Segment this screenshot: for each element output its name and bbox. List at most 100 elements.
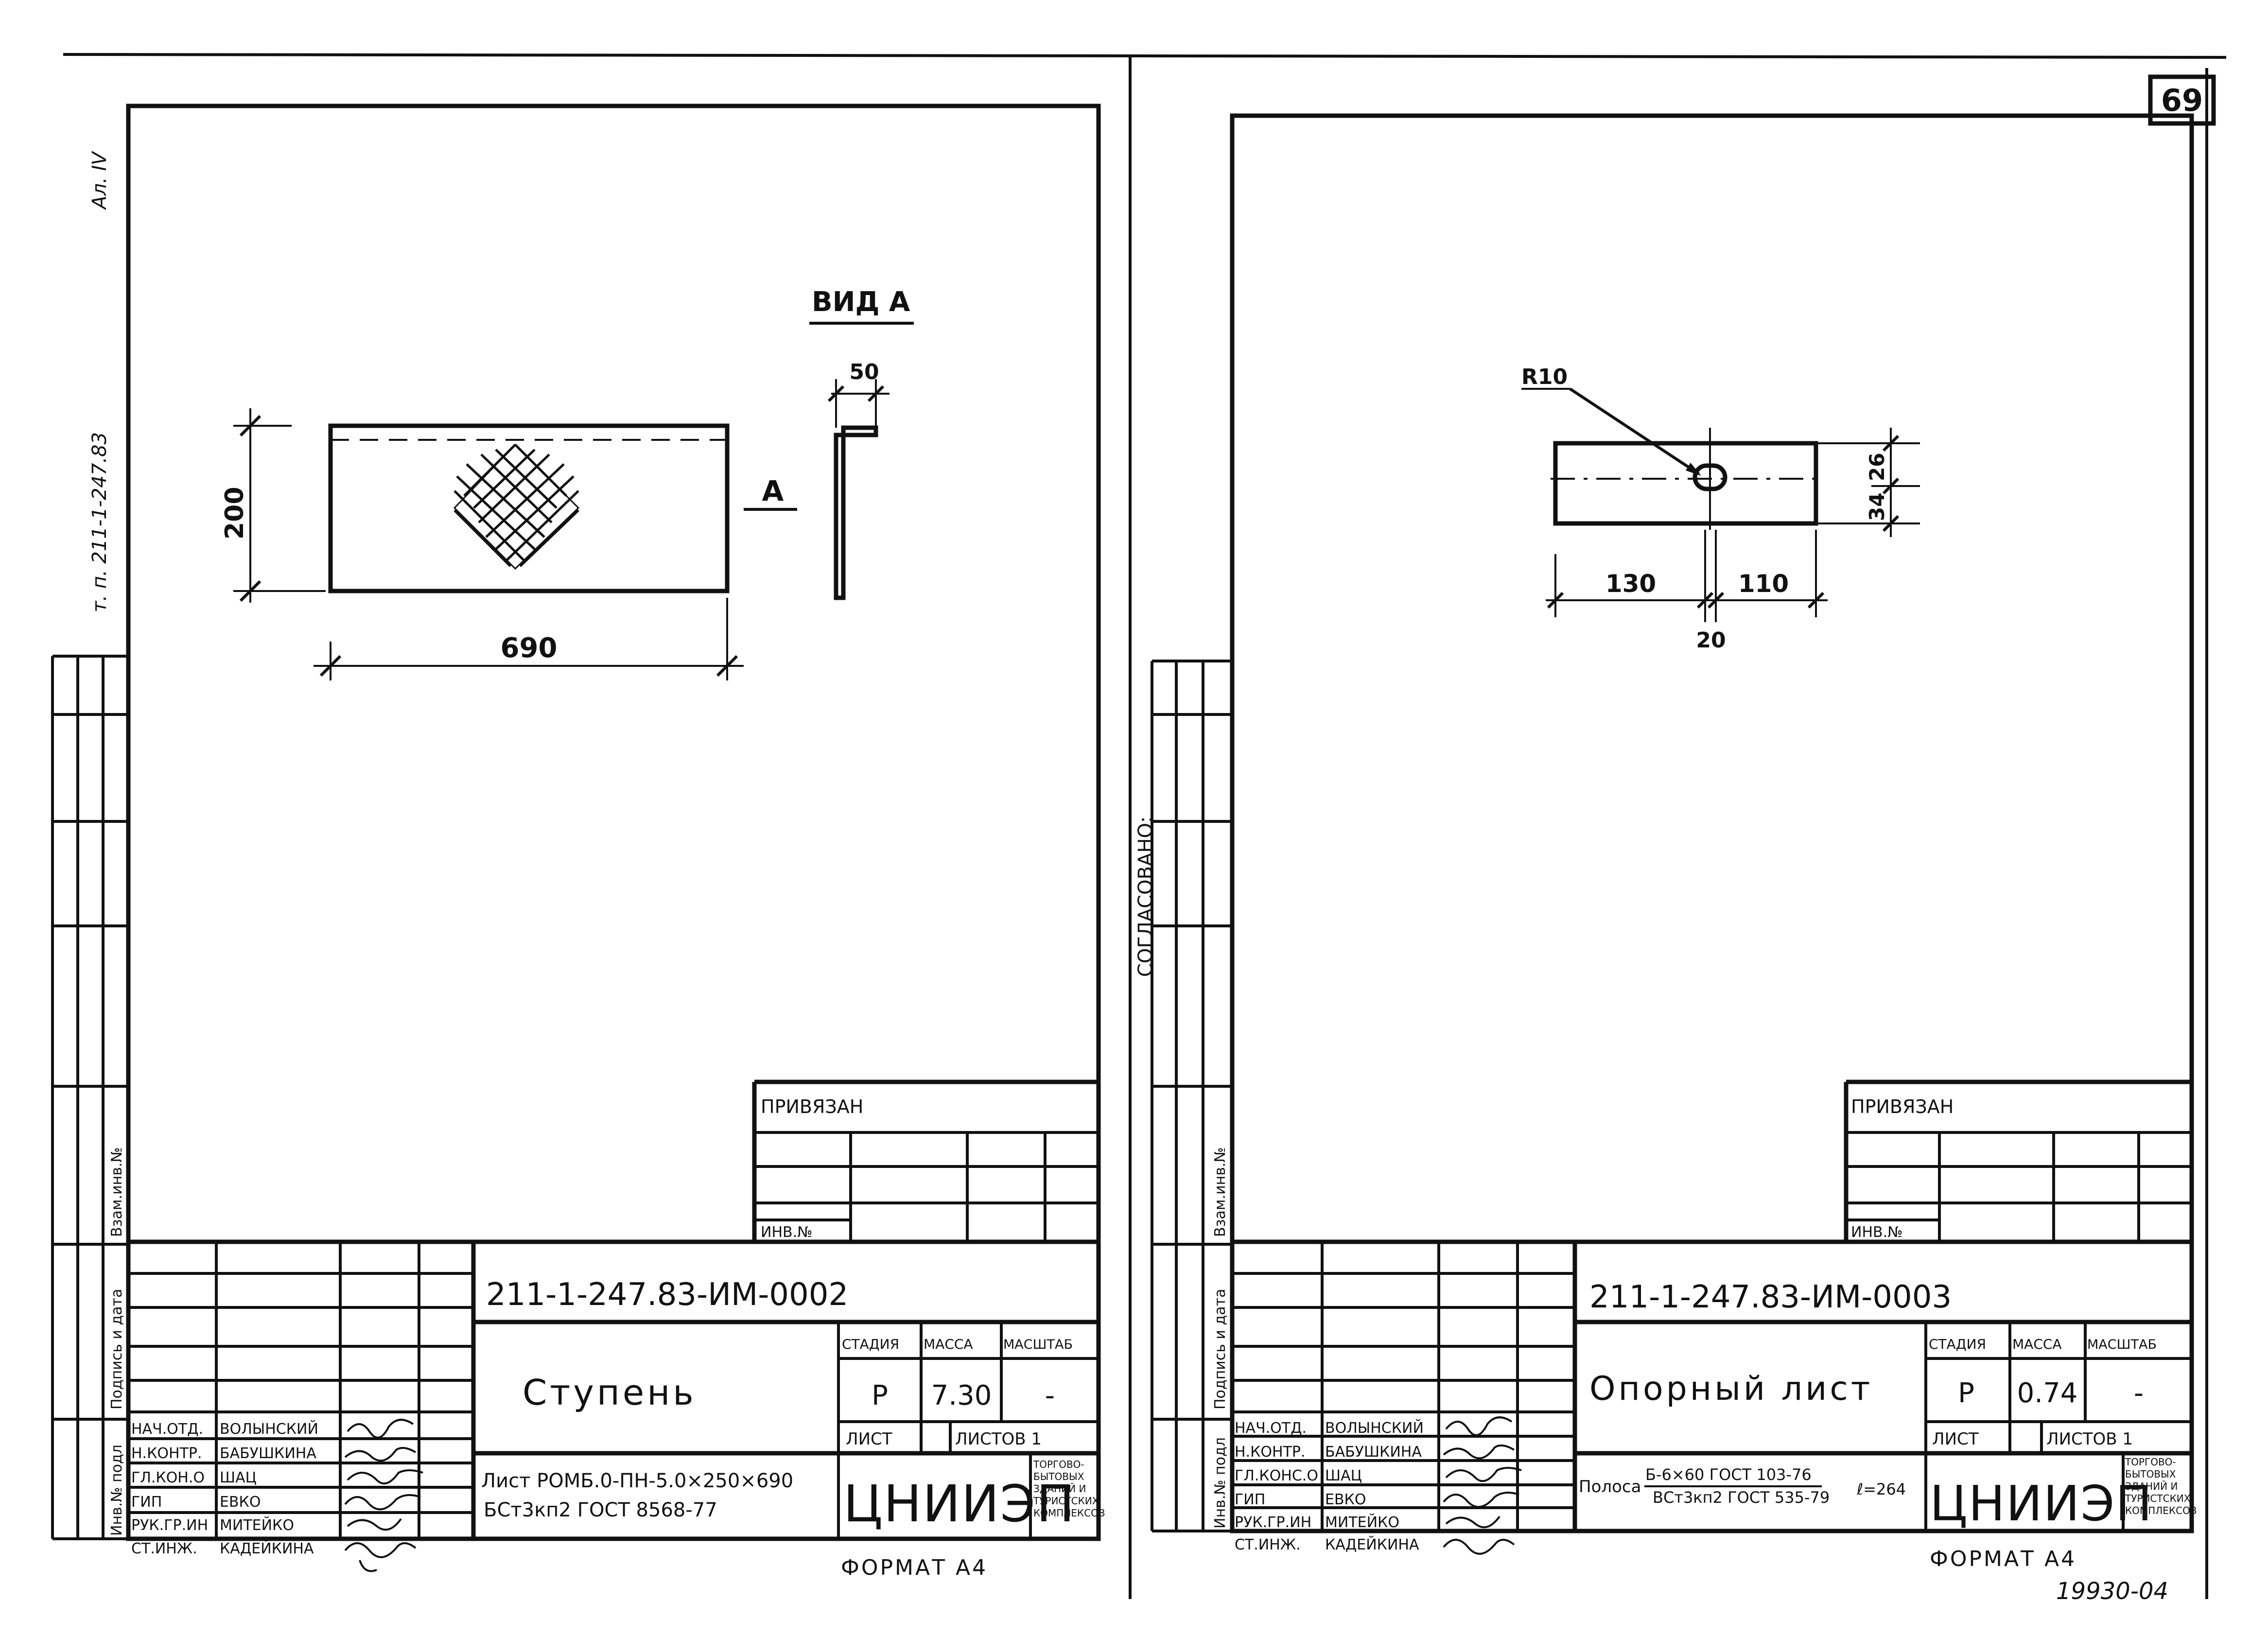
sheet-label-right: ЛИСТ — [1932, 1429, 1979, 1449]
page-number-box — [2148, 74, 2216, 126]
top-edge-line — [63, 53, 2227, 59]
doc-code-left: 211-1-247.83-ИМ-0002 — [486, 1277, 848, 1313]
org-sub-3-left: ТУРИСТСКИХ — [1033, 1495, 1099, 1507]
dim-r10-leader — [1569, 387, 1700, 475]
org-sub-0-right: ТОРГОВО- — [2125, 1456, 2176, 1468]
privyazan-box-left — [752, 1079, 1099, 1242]
sheet-title-left: Ступень — [523, 1372, 697, 1413]
dim-110-text: 110 — [1738, 570, 1789, 598]
org-sub-4-right: КОМПЛЕКСОВ — [2125, 1505, 2197, 1516]
stage-label-left: СТАДИЯ — [842, 1336, 899, 1352]
dim-50-text: 50 — [849, 360, 879, 384]
signer-name-1-left: БАБУШКИНА — [220, 1445, 316, 1462]
step-plate — [328, 423, 730, 593]
album-label: Ал. IV — [88, 151, 111, 210]
signer-name-0-right: ВОЛЫНСКИЙ — [1325, 1419, 1424, 1437]
signer-name-4-right: МИТЕЙКО — [1325, 1514, 1399, 1531]
view-a-label: ВИД А — [812, 286, 910, 318]
signer-name-0-left: ВОЛЫНСКИЙ — [220, 1420, 318, 1438]
dim-r10-text: R10 — [1521, 365, 1568, 389]
material-prefix-right: Полоса — [1579, 1477, 1641, 1497]
org-sub-4-left: КОМПЛЕКСОВ — [1033, 1507, 1105, 1519]
dim-130-text: 130 — [1605, 570, 1656, 598]
left-stamp-vzam-inv: Взам.инв.№ — [108, 1147, 125, 1237]
scale-label-left: МАСШТАБ — [1003, 1337, 1073, 1352]
view-marker: А — [762, 474, 784, 507]
dim-690-text: 690 — [501, 632, 558, 664]
dim-20-text: 20 — [1696, 628, 1726, 653]
scale-value-right: - — [2134, 1377, 2144, 1409]
sheet-title-right: Опорный лист — [1589, 1370, 1873, 1408]
signer-name-3-right: ЕВКО — [1325, 1491, 1366, 1508]
view-a-profile — [834, 425, 878, 600]
material-line2-right: ВСт3кп2 ГОСТ 535-79 — [1653, 1488, 1830, 1507]
agreed-label: СОГЛАСОВАНО: — [1134, 816, 1157, 977]
signer-role-4-right: РУК.ГР.ИН — [1235, 1514, 1311, 1531]
org-sub-2-left: ЗДАНИЙ И — [1033, 1483, 1086, 1495]
inv-no-label-left: ИНВ.№ — [761, 1224, 812, 1241]
signer-role-0-right: НАЧ.ОТД. — [1235, 1420, 1307, 1437]
signer-role-1-right: Н.КОНТР. — [1235, 1444, 1306, 1461]
signer-role-0-left: НАЧ.ОТД. — [131, 1421, 203, 1438]
scale-label-right: МАСШТАБ — [2087, 1337, 2157, 1352]
material-line1-left: Лист РОМБ.0-ПН-5.0×250×690 — [481, 1470, 793, 1492]
material-line2-left: БСт3кп2 ГОСТ 8568-77 — [484, 1499, 717, 1521]
signer-name-3-left: ЕВКО — [220, 1494, 261, 1511]
dim-200-text: 200 — [220, 487, 249, 540]
signer-role-2-left: ГЛ.КОН.О — [131, 1469, 205, 1486]
signer-name-4-left: МИТЕЙКО — [220, 1516, 294, 1534]
privyazan-label-left: ПРИВЯЗАН — [761, 1096, 863, 1117]
title-block-right — [1232, 1239, 2192, 1531]
org-sub-1-left: БЫТОВЫХ — [1033, 1471, 1084, 1482]
rhomb-hatch — [453, 443, 580, 570]
material-length-right: ℓ=264 — [1856, 1480, 1906, 1498]
org-sub-2-right: ЗДАНИЙ И — [2125, 1480, 2178, 1492]
signer-role-1-left: Н.КОНТР. — [131, 1445, 202, 1462]
sheets-count-right: ЛИСТОВ 1 — [2046, 1429, 2133, 1449]
right-margin-stamp — [1151, 660, 1232, 1532]
signer-name-5-left: КАДЕЙКИНА — [220, 1540, 314, 1557]
format-left: ФОРМАТ А4 — [841, 1555, 988, 1580]
scale-value-left: - — [1045, 1380, 1055, 1411]
mass-value-right: 0.74 — [2017, 1377, 2078, 1409]
privyazan-box-right — [1844, 1079, 2192, 1242]
project-label: т. п. 211-1-247.83 — [88, 432, 111, 612]
right-stamp-signature-date: Подпись и дата — [1212, 1289, 1229, 1410]
privyazan-label-right: ПРИВЯЗАН — [1851, 1096, 1954, 1117]
dim-34-text: 34 — [1865, 493, 1889, 521]
left-stamp-inv-podl: Инв.№ подл — [108, 1445, 125, 1536]
org-sub-1-right: БЫТОВЫХ — [2125, 1468, 2176, 1480]
signer-name-5-right: КАДЕЙКИНА — [1325, 1536, 1419, 1553]
sheet-right: R10 130 110 20 34 26 — [1230, 68, 2208, 1599]
material-line1-right: Б-6×60 ГОСТ 103-76 — [1645, 1465, 1812, 1484]
org-logo-left: ЦНИИЭП — [843, 1474, 1075, 1533]
signer-role-3-right: ГИП — [1235, 1491, 1265, 1508]
mass-value-left: 7.30 — [931, 1380, 992, 1411]
signer-name-1-right: БАБУШКИНА — [1325, 1444, 1422, 1461]
right-stamp-vzam-inv: Взам.инв.№ — [1212, 1147, 1229, 1237]
left-stamp-signature-date: Подпись и дата — [108, 1289, 125, 1410]
signatures-right — [1443, 1416, 1522, 1555]
right-frame — [1230, 113, 2194, 1533]
signer-role-4-left: РУК.ГР.ИН — [131, 1517, 208, 1534]
dim-26-text: 26 — [1865, 453, 1889, 481]
mass-label-left: МАССА — [924, 1336, 973, 1352]
org-logo-right: ЦНИИЭП — [1930, 1475, 2153, 1532]
org-sub-3-right: ТУРИСТСКИХ — [2125, 1493, 2191, 1504]
org-sub-0-left: ТОРГОВО- — [1033, 1459, 1084, 1470]
signer-name-2-left: ШАЦ — [220, 1469, 257, 1486]
format-right: ФОРМАТ А4 — [1930, 1547, 2076, 1571]
page-number: 69 — [2161, 83, 2203, 118]
stage-label-right: СТАДИЯ — [1929, 1336, 1986, 1352]
mass-label-right: МАССА — [2012, 1336, 2062, 1352]
doc-code-right: 211-1-247.83-ИМ-0003 — [1589, 1279, 1952, 1315]
sheets-count-left: ЛИСТОВ 1 — [955, 1429, 1042, 1449]
signer-role-5-left: СТ.ИНЖ. — [131, 1540, 197, 1557]
signer-name-2-right: ШАЦ — [1325, 1467, 1362, 1484]
stage-value-right: Р — [1958, 1377, 1974, 1409]
right-stamp-inv-podl: Инв.№ подл — [1212, 1437, 1229, 1529]
stage-value-left: Р — [872, 1380, 888, 1411]
signatures-left — [344, 1419, 423, 1572]
title-block-left — [128, 1239, 1099, 1539]
